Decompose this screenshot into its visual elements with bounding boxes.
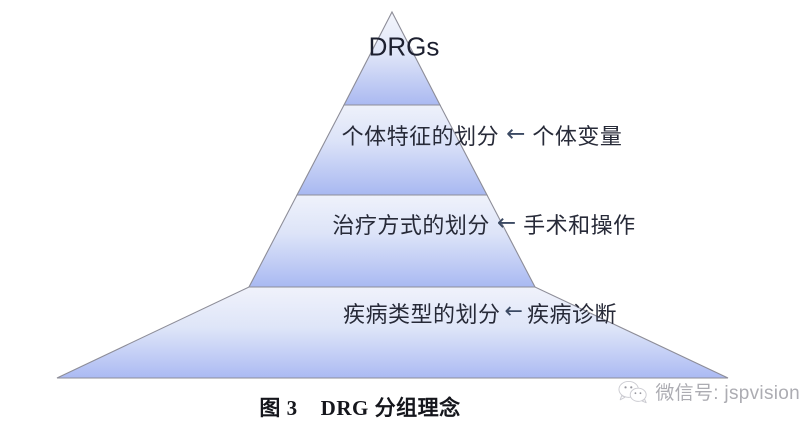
pyramid-tier-1-shape (343, 10, 441, 106)
pyramid-tier-2-shape (296, 104, 488, 196)
wechat-logo-icon (618, 380, 648, 403)
watermark: 微信号: jspvision (618, 378, 800, 405)
pyramid-tier-3-shape (248, 194, 536, 288)
figure-caption: 图 3 DRG 分组理念 (259, 396, 461, 420)
pyramid-tier-4-shape (56, 286, 729, 379)
watermark-text: 微信号: jspvision (655, 383, 800, 404)
